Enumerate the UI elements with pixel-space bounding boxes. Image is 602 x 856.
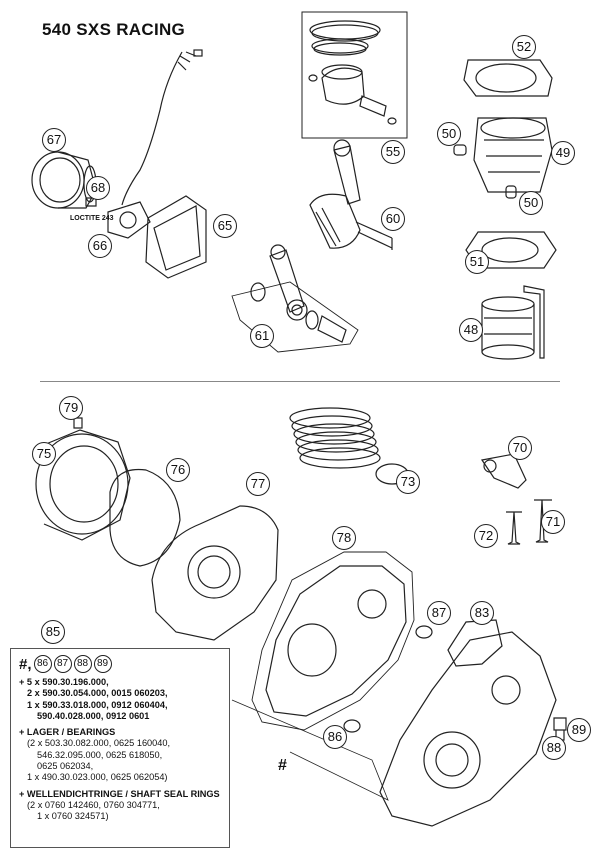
callout-72[interactable]: 72 [474, 524, 498, 548]
callout-71[interactable]: 71 [541, 510, 565, 534]
hex-key [523, 285, 545, 359]
legend-line: 2 x 590.30.054.000, 0015 060203, [27, 688, 168, 699]
crankcase-gasket [251, 551, 415, 731]
callout-83[interactable]: 83 [470, 601, 494, 625]
dowel-sleeve-top [453, 144, 467, 156]
loctite-label: LOCTITE 243 [70, 215, 114, 222]
clutch-side-housing [151, 505, 279, 641]
legend-ref-87: 87 [53, 655, 72, 673]
callout-79[interactable]: 79 [59, 396, 83, 420]
callout-88[interactable]: 88 [542, 736, 566, 760]
shaft-seal-87 [415, 625, 433, 639]
clutch-cover-gasket [109, 468, 181, 567]
ignition-cover [145, 195, 207, 279]
callout-66[interactable]: 66 [88, 234, 112, 258]
callout-89[interactable]: 89 [567, 718, 591, 742]
legend-line: 1 x 490.30.023.000, 0625 062054) [27, 772, 168, 783]
parts-legend-box: #, 86 87 88 89 + 5 x 590.30.196.000, 2 x… [10, 648, 230, 848]
cover-bolt [73, 417, 83, 429]
gasket-set-hash-marker: # [278, 757, 287, 774]
legend-line: (2 x 503.30.082.000, 0625 160040, [27, 738, 171, 749]
ignition-cable [121, 51, 183, 206]
piston-pin [359, 95, 387, 117]
connecting-rod-kit [231, 281, 359, 353]
callout-70[interactable]: 70 [508, 436, 532, 460]
exhaust-valve [506, 511, 522, 545]
callout-61[interactable]: 61 [250, 324, 274, 348]
legend-line: 546.32.095.000, 0625 618050, [37, 749, 163, 760]
callout-67[interactable]: 67 [42, 128, 66, 152]
legend-ref-86: 86 [33, 655, 52, 673]
callout-55[interactable]: 55 [381, 140, 405, 164]
clutch-disc-pack [289, 407, 381, 469]
shaft-seal-86 [343, 719, 361, 733]
cylinder-base-gasket-lower [447, 619, 503, 667]
section-divider [40, 381, 560, 382]
callout-50-top[interactable]: 50 [437, 122, 461, 146]
legend-seals-title: + WELLENDICHTRINGE / SHAFT SEAL RINGS [19, 788, 220, 799]
camshaft [480, 453, 527, 489]
legend-bearings-title: + LAGER / BEARINGS [19, 727, 116, 738]
piston-kit-box [301, 11, 408, 139]
callout-87[interactable]: 87 [427, 601, 451, 625]
callout-48[interactable]: 48 [459, 318, 483, 342]
legend-line: + 5 x 590.30.196.000, [19, 677, 109, 687]
intake-valve [534, 499, 552, 543]
diagram-title: 540 SXS RACING [42, 20, 186, 39]
crankshaft [309, 193, 361, 249]
callout-68[interactable]: 68 [86, 176, 110, 200]
crankcase-half-left [265, 565, 407, 717]
legend-header: #, 86 87 88 89 [19, 655, 223, 673]
cylinder-head-gasket [463, 59, 553, 97]
stator [107, 201, 151, 239]
piston-ring-mid [311, 38, 369, 54]
drain-plug [553, 717, 567, 731]
callout-60[interactable]: 60 [381, 207, 405, 231]
callout-77[interactable]: 77 [246, 472, 270, 496]
cylinder [473, 117, 553, 193]
legend-line: 1 x 0760 324571) [37, 811, 109, 822]
callout-52[interactable]: 52 [512, 35, 536, 59]
callout-51[interactable]: 51 [465, 250, 489, 274]
callout-85[interactable]: 85 [41, 620, 65, 644]
crankcase-half-right [379, 631, 557, 827]
callout-78[interactable]: 78 [332, 526, 356, 550]
legend-ref-88: 88 [73, 655, 92, 673]
gasket-set-bracket [231, 699, 389, 801]
legend-hash: #, [19, 655, 32, 673]
callout-65[interactable]: 65 [213, 214, 237, 238]
legend-line: 590.40.028.000, 0912 0601 [37, 710, 150, 721]
callout-75[interactable]: 75 [32, 442, 56, 466]
legend-ref-89: 89 [93, 655, 112, 673]
legend-line: 0625 062034, [37, 761, 94, 772]
callout-86[interactable]: 86 [323, 725, 347, 749]
cylinder-base-gasket [465, 231, 557, 269]
dowel-sleeve-bottom [505, 185, 517, 199]
legend-line: (2 x 0760 142460, 0760 304771, [27, 799, 160, 810]
piston-ring-top [309, 20, 381, 40]
callout-49[interactable]: 49 [551, 141, 575, 165]
piston-body [321, 67, 365, 105]
callout-50-bottom[interactable]: 50 [519, 191, 543, 215]
ring-compressor [481, 296, 535, 312]
callout-76[interactable]: 76 [166, 458, 190, 482]
legend-line: 1 x 590.33.018.000, 0912 060404, [27, 699, 168, 710]
callout-73[interactable]: 73 [396, 470, 420, 494]
